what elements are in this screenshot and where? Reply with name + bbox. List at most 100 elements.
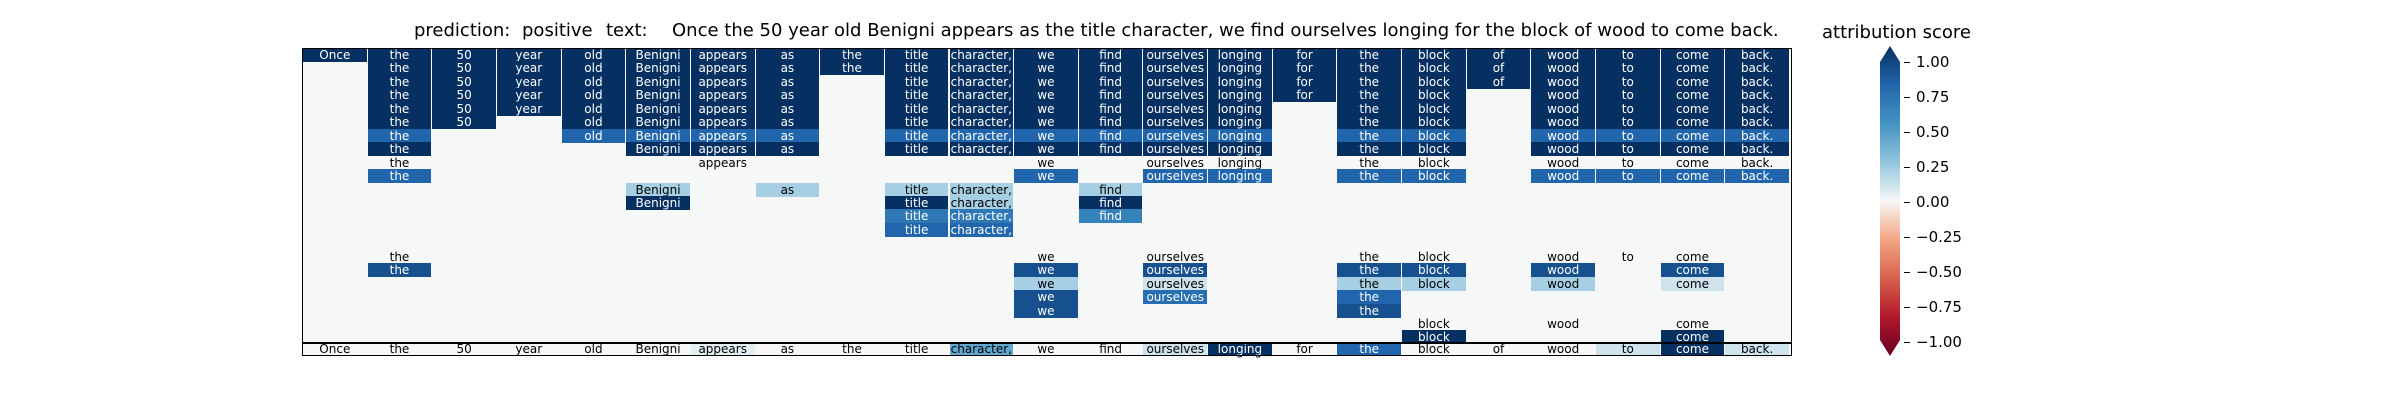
heatmap-cell: come <box>1660 101 1725 116</box>
heatmap-cell: Benigni <box>626 195 690 210</box>
heatmap-cell: character, <box>949 48 1014 62</box>
heatmap-cell: as <box>755 128 820 143</box>
heatmap-cell: we <box>1014 61 1078 76</box>
heatmap-cell: character, <box>949 142 1014 157</box>
heatmap-cell: find <box>1078 115 1143 130</box>
heatmap-cell: as <box>755 101 820 116</box>
heatmap-cell: appears <box>690 74 755 89</box>
heatmap-cell: for <box>1272 88 1337 103</box>
text-label: text: <box>606 20 648 41</box>
heatmap-cell: block <box>1402 48 1466 62</box>
heatmap-cell: ourselves <box>1143 88 1208 103</box>
heatmap-cell: for <box>1272 342 1337 356</box>
heatmap-cell: appears <box>690 115 755 130</box>
colorbar-title: attribution score <box>1822 22 1971 43</box>
heatmap-cell: we <box>1014 169 1078 184</box>
heatmap-cell: Benigni <box>626 61 690 76</box>
heatmap-cell: come <box>1660 342 1725 356</box>
heatmap-cell: come <box>1660 317 1725 331</box>
heatmap-cell: title <box>884 182 949 197</box>
heatmap-cell: title <box>884 88 949 103</box>
heatmap-cell: as <box>755 74 820 89</box>
heatmap-cell: back. <box>1725 142 1789 157</box>
heatmap-cell: character, <box>949 61 1014 76</box>
heatmap-cell: the <box>1337 48 1402 62</box>
chart-header: prediction: positive text: Once the 50 y… <box>0 20 2400 44</box>
heatmap-cell: year <box>496 88 561 103</box>
heatmap-cell: to <box>1596 115 1660 130</box>
heatmap-cell: block <box>1402 61 1466 76</box>
heatmap-cell: block <box>1402 317 1466 331</box>
heatmap-cell: back. <box>1725 115 1789 130</box>
heatmap-cell: to <box>1596 249 1660 264</box>
heatmap-cell: block <box>1402 276 1466 291</box>
heatmap-cell: the <box>1337 342 1402 356</box>
heatmap-cell: 50 <box>432 101 496 116</box>
heatmap-cell: the <box>1337 88 1402 103</box>
heatmap-cell: of <box>1466 342 1531 356</box>
heatmap-cell: old <box>561 128 626 143</box>
heatmap-cell: come <box>1660 128 1725 143</box>
heatmap-cell: block <box>1402 263 1466 278</box>
colorbar-tick-mark <box>1904 62 1910 63</box>
heatmap-cell: old <box>561 101 626 116</box>
heatmap-cell: we <box>1014 142 1078 157</box>
heatmap-cell: Benigni <box>626 142 690 157</box>
heatmap-cell: longing <box>1208 128 1272 143</box>
heatmap-cell: ourselves <box>1143 263 1208 278</box>
heatmap-cell: come <box>1660 88 1725 103</box>
heatmap-cell: ourselves <box>1143 276 1208 291</box>
heatmap-cell: we <box>1014 249 1078 264</box>
heatmap-cell: the <box>1337 303 1402 318</box>
heatmap-cell: character, <box>949 101 1014 116</box>
heatmap-cell: ourselves <box>1143 155 1208 170</box>
heatmap-cell: wood <box>1531 74 1595 89</box>
heatmap-cell: the <box>1337 101 1402 116</box>
heatmap-cell: appears <box>690 88 755 103</box>
heatmap-cell: for <box>1272 74 1337 89</box>
heatmap-cell: to <box>1596 101 1660 116</box>
heatmap-cell: title <box>884 115 949 130</box>
heatmap-cell: longing <box>1208 169 1272 184</box>
heatmap-cell: title <box>884 74 949 89</box>
heatmap-cell: wood <box>1531 342 1595 356</box>
heatmap-cell: come <box>1660 276 1725 291</box>
colorbar-tick-label: −0.75 <box>1916 298 1962 316</box>
heatmap-cell: we <box>1014 88 1078 103</box>
heatmap-cell: Benigni <box>626 88 690 103</box>
heatmap-cell: we <box>1014 74 1078 89</box>
heatmap-cell: title <box>884 209 949 224</box>
heatmap-cell: ourselves <box>1143 115 1208 130</box>
heatmap-cell: title <box>884 195 949 210</box>
heatmap-cell: wood <box>1531 88 1595 103</box>
heatmap-cell: come <box>1660 330 1725 345</box>
heatmap-cell: we <box>1014 290 1078 305</box>
heatmap-cell: year <box>496 48 561 62</box>
heatmap-cell: longing <box>1208 88 1272 103</box>
heatmap-cell: appears <box>690 48 755 62</box>
heatmap-cell: come <box>1660 155 1725 170</box>
heatmap-cell: of <box>1466 48 1531 62</box>
heatmap-cell: the <box>820 61 884 76</box>
heatmap-cell: wood <box>1531 155 1595 170</box>
heatmap-cell: the <box>1337 155 1402 170</box>
heatmap-cell: 50 <box>432 61 496 76</box>
heatmap-cell: block <box>1402 128 1466 143</box>
heatmap-cell: the <box>367 342 432 356</box>
heatmap-cell: come <box>1660 115 1725 130</box>
heatmap-cell: the <box>1337 74 1402 89</box>
heatmap-cell: as <box>755 142 820 157</box>
colorbar-tick-mark <box>1904 272 1910 273</box>
colorbar-tick-label: 0.50 <box>1916 123 1950 141</box>
colorbar <box>1880 46 1900 356</box>
heatmap-cell: character, <box>949 195 1014 210</box>
heatmap-cell: find <box>1078 48 1143 62</box>
heatmap-cell: wood <box>1531 115 1595 130</box>
heatmap-cell: wood <box>1531 263 1595 278</box>
colorbar-tick-mark <box>1904 202 1910 203</box>
heatmap-cell: 50 <box>432 115 496 130</box>
heatmap-cell: as <box>755 182 820 197</box>
heatmap-cell: the <box>367 48 432 62</box>
heatmap-cell: to <box>1596 155 1660 170</box>
heatmap-cell: title <box>884 128 949 143</box>
